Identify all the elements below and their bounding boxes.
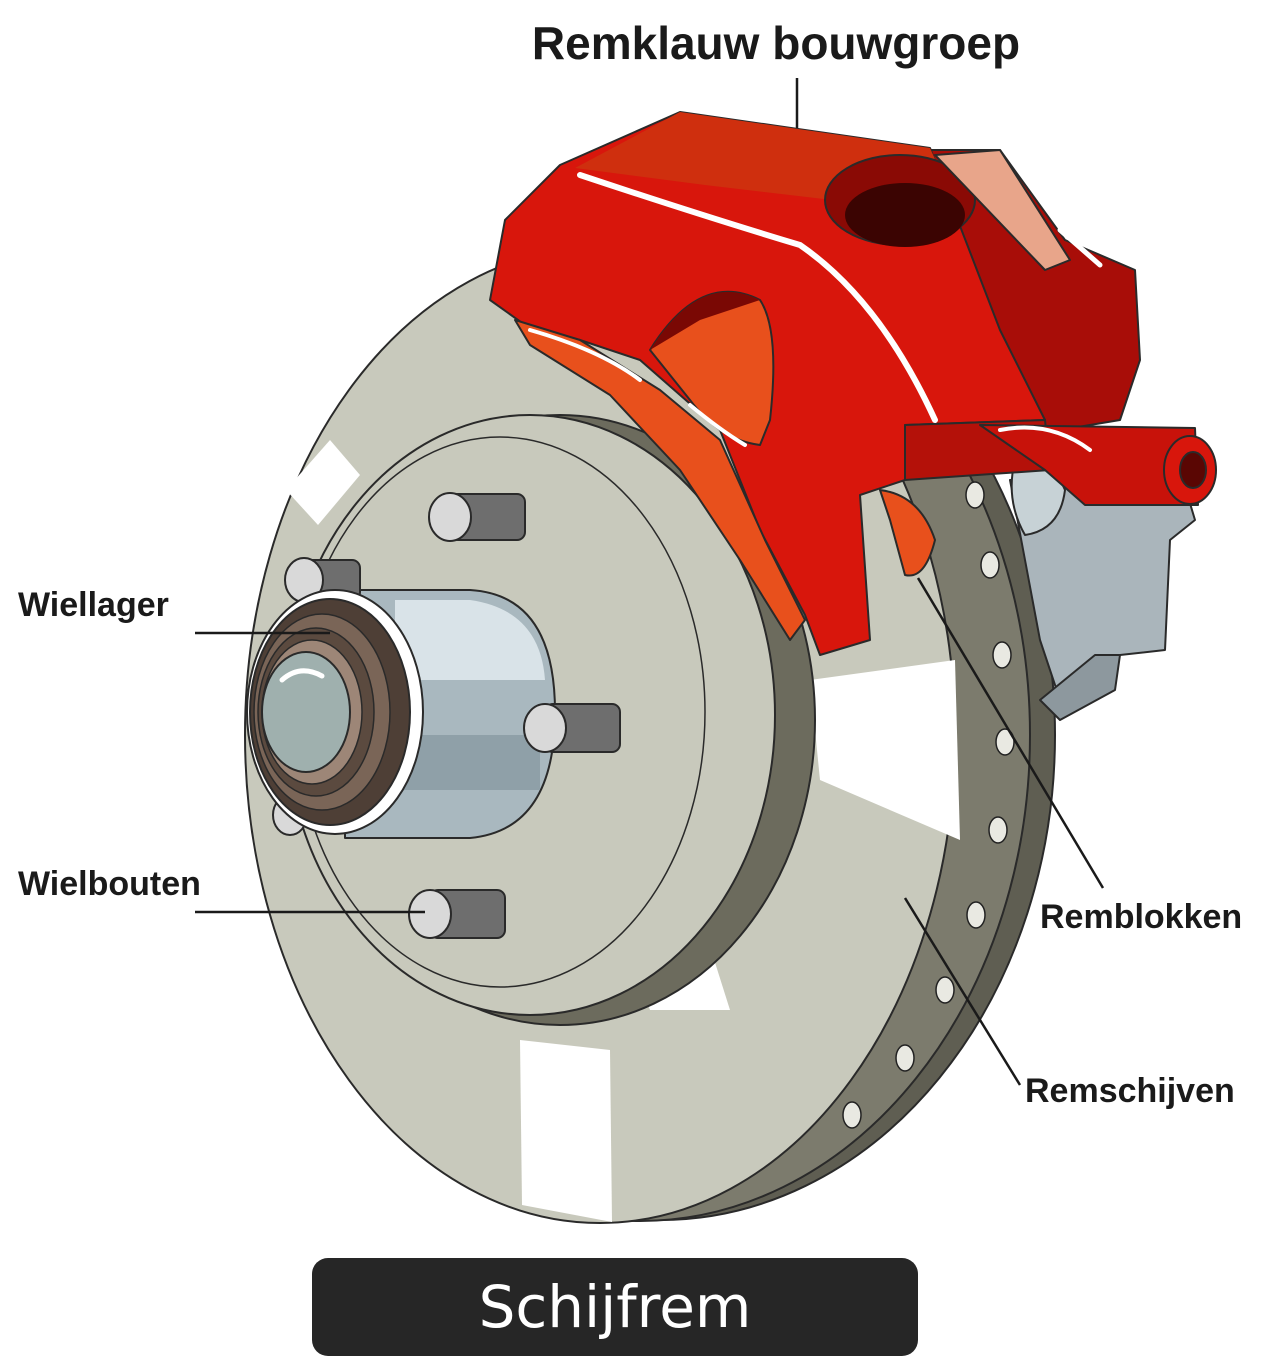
label-brake-pads-leader [916, 577, 1105, 889]
label-brake-discs-text: Remschijven [1025, 1072, 1235, 1110]
diagram-title: Remklauw bouwgroep [532, 17, 1020, 69]
caliper-cover-strip [934, 149, 1071, 271]
caliper-highlight-4 [998, 425, 1092, 452]
caliper-highlight-5 [1057, 227, 1103, 268]
caption-text: Schijfrem [479, 1273, 752, 1341]
caliper-ear [979, 424, 1199, 506]
wheel-bearing [246, 589, 424, 835]
caliper-highlight-3 [688, 403, 747, 447]
label-brake-discs: Remschijven [903, 897, 1235, 1110]
label-brake-pads-text: Remblokken [1040, 898, 1242, 936]
hub-highlight [395, 600, 545, 680]
wheel-bolt-bottom [408, 889, 506, 939]
disc-vent-holes [842, 481, 1015, 1129]
wheel-bolt-right [523, 703, 621, 753]
caliper-highlight-2 [528, 328, 642, 382]
label-brake-pads: Remblokken [916, 577, 1242, 936]
wheel-bolts [272, 492, 621, 939]
label-wheel-bearing-text: Wiellager [18, 586, 169, 624]
caption-bar: Schijfrem [312, 1258, 918, 1356]
caliper-lip [514, 319, 806, 641]
label-wheel-bolts: Wielbouten [18, 865, 425, 914]
brake-caliper [489, 111, 1217, 656]
label-brake-discs-leader [903, 897, 1022, 1086]
caliper-highlight-1 [577, 172, 938, 423]
label-wheel-bearing: Wiellager [18, 586, 330, 635]
caption-background [312, 1258, 918, 1356]
caliper-bracket [1009, 458, 1196, 721]
wheel-bolt-top [428, 492, 526, 542]
label-wheel-bolts-text: Wielbouten [18, 865, 201, 903]
